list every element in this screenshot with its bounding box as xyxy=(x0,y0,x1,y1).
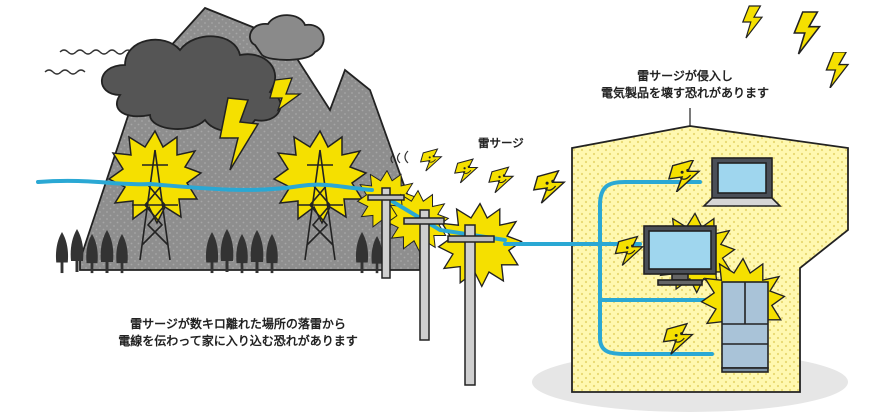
house-caption-line2: 電気製品を壊す恐れがあります xyxy=(600,86,769,100)
utility-pole-icon xyxy=(367,187,495,386)
house-caption-line1: 雷サージが侵入し xyxy=(637,69,733,83)
surge-label: 雷サージ xyxy=(478,136,524,150)
motion-marks xyxy=(390,150,409,164)
lightning-bolt-icon xyxy=(219,77,302,171)
bottom-caption-line2: 電線を伝わって家に入り込む恐れがあります xyxy=(118,334,358,348)
wind-lines xyxy=(44,49,133,75)
laptop-icon xyxy=(702,157,782,207)
house-caption: 雷サージが侵入し 電気製品を壊す恐れがあります xyxy=(575,68,795,102)
bottom-caption: 雷サージが数キロ離れた場所の落雷から 電線を伝わって家に入り込む恐れがあります xyxy=(88,316,388,350)
refrigerator-icon xyxy=(721,281,769,373)
power-wire xyxy=(36,178,714,356)
bottom-caption-line1: 雷サージが数キロ離れた場所の落雷から xyxy=(130,317,346,331)
tv-icon xyxy=(643,225,717,286)
